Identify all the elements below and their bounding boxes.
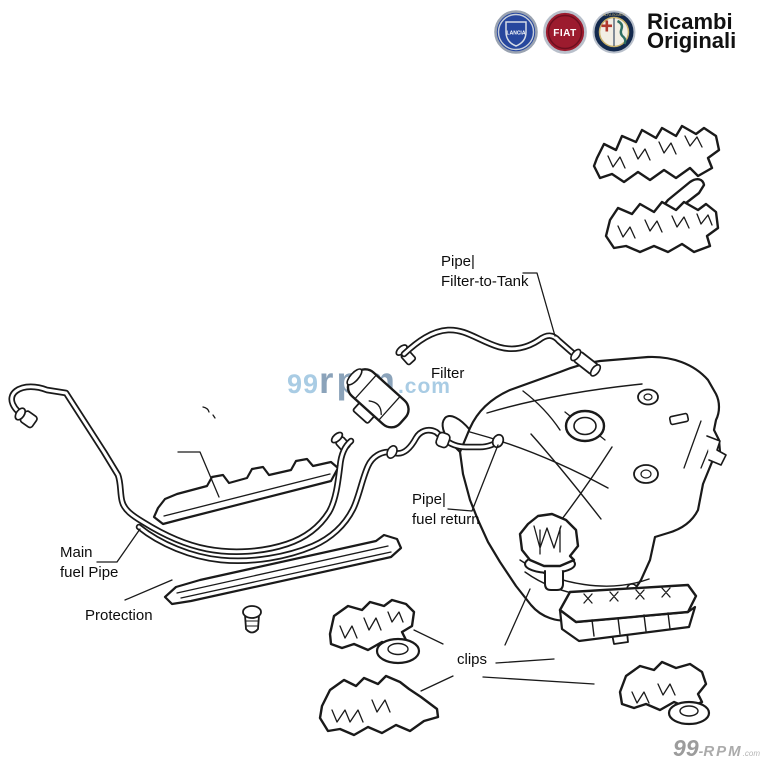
leader-lines bbox=[96, 272, 595, 692]
filter-to-tank-pipe-drawing bbox=[400, 326, 602, 377]
leader-clips-bar bbox=[495, 658, 555, 664]
label-clips: clips bbox=[457, 651, 488, 668]
brand-title-line1: Ricambi bbox=[647, 9, 733, 34]
watermark-corner-dash: - bbox=[698, 743, 704, 759]
leader-clips-bottom-left bbox=[420, 675, 454, 692]
reference-tick-mark bbox=[202, 406, 216, 419]
brand-title: Ricambi Originali bbox=[647, 9, 737, 53]
fuel-filter-drawing bbox=[330, 344, 417, 453]
tank-drain-ring bbox=[633, 464, 659, 484]
return-pipe-collar bbox=[435, 431, 451, 449]
fuel-tank-drawing bbox=[441, 355, 727, 622]
protection-rail-lower-drawing bbox=[163, 533, 403, 606]
brand-area: LANCIA FIAT ALFA ROMEO Ricambi Orig bbox=[494, 10, 736, 54]
clip-long-bar bbox=[558, 583, 698, 645]
leader-clips-upper-left bbox=[413, 629, 444, 645]
label-main-fuel-pipe: Main fuel Pipe bbox=[60, 543, 118, 583]
lancia-logo: LANCIA bbox=[494, 10, 538, 54]
label-pipe-fuel-return-line1: Pipe| bbox=[412, 491, 446, 508]
label-pipe-fuel-return: Pipe| fuel return bbox=[412, 490, 480, 530]
fiat-logo: FIAT bbox=[543, 10, 587, 54]
watermark-corner: 99 - RPM .com bbox=[673, 735, 760, 762]
watermark-corner-com: .com bbox=[742, 749, 760, 758]
fuel-return-pipe-drawing bbox=[135, 427, 505, 565]
watermark-corner-rpm: RPM bbox=[703, 743, 743, 760]
fiat-logo-text: FIAT bbox=[553, 28, 576, 39]
return-pipe-union bbox=[386, 445, 398, 459]
tank-vent-port bbox=[637, 388, 659, 406]
main-fuel-pipe-drawing bbox=[8, 383, 355, 555]
leader-clips-bottom-right bbox=[482, 676, 595, 685]
leader-filter-to-tank bbox=[522, 272, 556, 337]
alfa-romeo-logo-text: ALFA ROMEO bbox=[603, 13, 625, 17]
clip-bottom-right bbox=[618, 660, 711, 726]
filler-neck-ring bbox=[564, 409, 606, 443]
clip-pin bbox=[518, 512, 580, 591]
label-protection: Protection bbox=[85, 607, 153, 624]
watermark-corner-99: 99 bbox=[673, 735, 699, 761]
label-pipe-filter-to-tank-line1: Pipe| bbox=[441, 253, 475, 270]
label-pipe-filter-to-tank-line2: Filter-to-Tank bbox=[441, 273, 529, 290]
label-main-fuel-pipe-line2: fuel Pipe bbox=[60, 564, 119, 581]
leader-protection bbox=[124, 579, 173, 601]
main-pipe-end-fitting bbox=[14, 407, 38, 429]
return-pipe-tank-elbow bbox=[491, 433, 505, 449]
clip-assembly-top-upper bbox=[592, 124, 721, 184]
alfa-romeo-logo: ALFA ROMEO bbox=[592, 10, 636, 54]
protection-rail-upper-drawing bbox=[152, 457, 340, 526]
clip-left bbox=[328, 598, 421, 665]
label-main-fuel-pipe-line1: Main bbox=[60, 544, 93, 561]
leader-main-fuel-pipe bbox=[96, 528, 141, 563]
label-pipe-filter-to-tank: Pipe| Filter-to-Tank bbox=[441, 252, 529, 292]
tank-slot bbox=[668, 412, 690, 426]
leader-clips-pin bbox=[504, 588, 531, 646]
clip-assembly-top-lower bbox=[604, 177, 720, 254]
label-pipe-fuel-return-line2: fuel return bbox=[412, 511, 480, 528]
watermark-com: .com bbox=[397, 375, 451, 398]
lancia-logo-text: LANCIA bbox=[507, 31, 526, 37]
label-filter: Filter bbox=[431, 365, 465, 382]
clip-bottom-left bbox=[318, 674, 440, 737]
leader-rail-upper bbox=[177, 451, 220, 498]
leader-fuel-return bbox=[447, 444, 499, 512]
brand-title-line2: Originali bbox=[647, 28, 737, 53]
watermark-99: 99 bbox=[287, 369, 320, 399]
tank-bracket bbox=[706, 435, 727, 466]
mounting-bolt-drawing bbox=[242, 605, 262, 634]
tank-inlet-fitting bbox=[570, 348, 602, 377]
